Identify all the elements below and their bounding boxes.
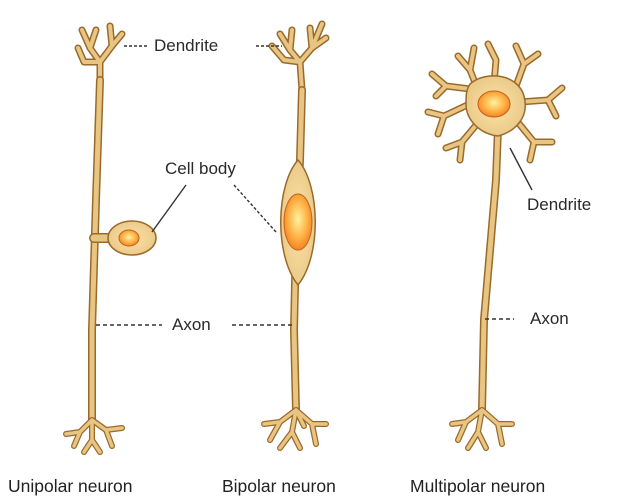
axon-label-multipolar: Axon: [530, 310, 569, 327]
dendrite-label-multipolar: Dendrite: [527, 196, 591, 213]
cell-body-leader-unipolar: [152, 185, 186, 232]
multipolar-neuron: [428, 44, 562, 448]
multipolar-neuron-caption: Multipolar neuron: [410, 478, 545, 496]
unipolar-axon: [92, 80, 112, 420]
unipolar-axon-terminals: [66, 420, 122, 452]
multipolar-axon: [482, 128, 498, 410]
bipolar-neuron: [264, 24, 326, 448]
unipolar-neuron: [66, 26, 156, 452]
multipolar-axon-terminals: [452, 410, 512, 448]
bipolar-cell-body: [281, 160, 316, 285]
unipolar-neuron-caption: Unipolar neuron: [8, 478, 133, 496]
cell-body-label: Cell body: [165, 160, 236, 177]
bipolar-axon-terminals: [264, 410, 326, 448]
bipolar-neuron-caption: Bipolar neuron: [222, 478, 336, 496]
axon-label: Axon: [172, 316, 211, 333]
bipolar-dendrites: [272, 24, 326, 90]
unipolar-cell-body: [108, 221, 156, 255]
dendrite-label: Dendrite: [154, 37, 218, 54]
unipolar-dendrites: [78, 26, 122, 80]
cell-body-leader-bipolar: [234, 185, 276, 232]
